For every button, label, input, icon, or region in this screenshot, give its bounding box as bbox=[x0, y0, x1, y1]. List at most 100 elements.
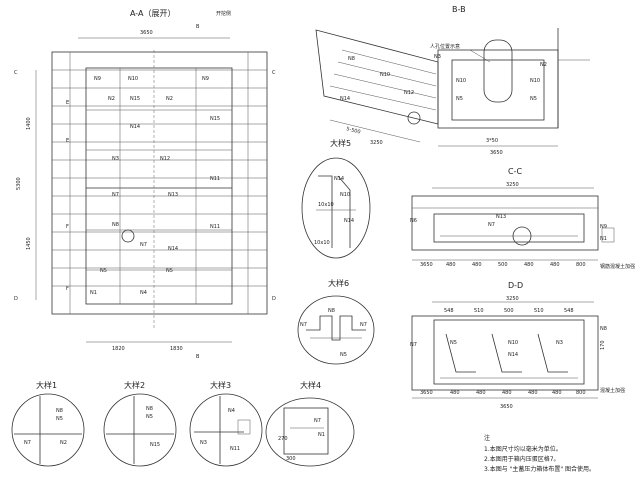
detail-3-title: 大样3 bbox=[210, 380, 231, 390]
svg-text:3*50: 3*50 bbox=[486, 138, 498, 144]
svg-text:N7: N7 bbox=[24, 440, 31, 446]
aa-left-total: 5300 bbox=[16, 177, 22, 190]
svg-text:N9: N9 bbox=[202, 76, 209, 82]
svg-text:N4: N4 bbox=[228, 408, 235, 414]
svg-text:500: 500 bbox=[498, 262, 508, 268]
open-side-label: 开挖侧 bbox=[216, 10, 231, 17]
aa-grid-lines bbox=[52, 52, 267, 314]
detail-4-title: 大样4 bbox=[300, 380, 321, 390]
svg-text:N14: N14 bbox=[340, 96, 350, 102]
svg-text:N12: N12 bbox=[160, 156, 170, 162]
dd-side-note: 混凝土加强 bbox=[600, 387, 625, 394]
svg-text:N7: N7 bbox=[360, 322, 367, 328]
svg-text:N15: N15 bbox=[210, 116, 220, 122]
svg-text:510: 510 bbox=[534, 308, 544, 314]
dd-section-view: D-D 3250 548 510 500 510 548 N5 N10 N14 … bbox=[410, 281, 625, 410]
svg-text:N1: N1 bbox=[318, 432, 325, 438]
svg-text:N13: N13 bbox=[496, 214, 506, 220]
detail-5-title: 大样5 bbox=[330, 138, 351, 148]
notes-block: 注 1.本图尺寸均以毫米为单位。 2.本图用于箱内压蛋区格7。 3.本图与 "主… bbox=[484, 434, 595, 473]
cc-detail-circle bbox=[512, 226, 532, 246]
svg-text:3650: 3650 bbox=[420, 390, 433, 396]
bb-w-dim: 3250 bbox=[370, 140, 383, 146]
svg-text:N1: N1 bbox=[90, 290, 97, 296]
bb-manhole bbox=[483, 39, 513, 103]
svg-text:N8: N8 bbox=[112, 222, 119, 228]
svg-text:N5: N5 bbox=[456, 96, 463, 102]
svg-text:480: 480 bbox=[472, 262, 482, 268]
svg-text:N10: N10 bbox=[456, 78, 466, 84]
note-3: 3.本图与 "主蓄压力箱体布置" 图合使用。 bbox=[484, 465, 595, 473]
svg-text:N12: N12 bbox=[404, 90, 414, 96]
aa-bottom-right-dim: 1830 bbox=[170, 346, 183, 352]
svg-text:480: 480 bbox=[524, 262, 534, 268]
svg-text:N14: N14 bbox=[334, 176, 344, 182]
svg-text:510: 510 bbox=[474, 308, 484, 314]
detail-3: 大样3 N4 N3 N11 bbox=[189, 380, 263, 467]
svg-text:10x10: 10x10 bbox=[314, 240, 330, 246]
bb-slope bbox=[315, 29, 439, 125]
svg-text:N5: N5 bbox=[100, 268, 107, 274]
detail-4: 大样4 N7 N1 270 300 bbox=[265, 380, 355, 467]
bb-section-view: B-B 人孔位置示意 N8 N10 N12 N3 N10 N5 N10 N5 N… bbox=[315, 5, 590, 156]
dd-segment-dims: 548 510 500 510 548 bbox=[444, 308, 574, 314]
dd-outline bbox=[411, 315, 599, 391]
svg-text:N11: N11 bbox=[210, 176, 220, 182]
svg-text:N8: N8 bbox=[146, 406, 153, 412]
svg-text:N8: N8 bbox=[328, 308, 335, 314]
svg-text:N10: N10 bbox=[380, 72, 390, 78]
svg-text:N2: N2 bbox=[60, 440, 67, 446]
svg-text:N3: N3 bbox=[434, 54, 441, 60]
note-2: 2.本图用于箱内压蛋区格7。 bbox=[484, 455, 560, 463]
svg-text:N3: N3 bbox=[112, 156, 119, 162]
detail-6-title: 大样6 bbox=[328, 278, 349, 288]
note-1: 1.本图尺寸均以毫米为单位。 bbox=[484, 445, 562, 453]
mark-e-2: E bbox=[66, 138, 69, 144]
cc-section-view: C-C 3250 N13 N7 N6 N9 N1 3650 480 480 50… bbox=[410, 167, 635, 270]
svg-text:548: 548 bbox=[564, 308, 574, 314]
detail-2-title: 大样2 bbox=[124, 380, 145, 390]
svg-text:170: 170 bbox=[600, 340, 606, 350]
svg-text:N2: N2 bbox=[108, 96, 115, 102]
svg-text:500: 500 bbox=[504, 308, 514, 314]
svg-text:270: 270 bbox=[278, 436, 288, 442]
aa-plan-view: A-A（展开） 开挖侧 B 3650 N9 N10 bbox=[14, 9, 276, 360]
svg-text:N5: N5 bbox=[146, 414, 153, 420]
detail-1: 大样1 N8 N5 N2 N7 bbox=[11, 380, 85, 467]
bb-title: B-B bbox=[452, 5, 466, 14]
svg-text:N6: N6 bbox=[410, 218, 417, 224]
mark-b-bottom: B bbox=[196, 354, 200, 360]
svg-text:N5: N5 bbox=[166, 268, 173, 274]
aa-left-upper: 1400 bbox=[26, 117, 32, 130]
svg-text:N8: N8 bbox=[600, 326, 607, 332]
svg-text:N5: N5 bbox=[450, 340, 457, 346]
svg-text:N7: N7 bbox=[314, 418, 321, 424]
svg-text:N8: N8 bbox=[348, 56, 355, 62]
svg-text:480: 480 bbox=[528, 390, 538, 396]
svg-text:N7: N7 bbox=[410, 342, 417, 348]
svg-text:N9: N9 bbox=[94, 76, 101, 82]
svg-text:548: 548 bbox=[444, 308, 454, 314]
svg-text:480: 480 bbox=[476, 390, 486, 396]
svg-text:N15: N15 bbox=[150, 442, 160, 448]
bb-bottom-dim: 3650 bbox=[490, 150, 503, 156]
svg-text:800: 800 bbox=[576, 262, 586, 268]
aa-tank-outline bbox=[85, 67, 233, 305]
svg-text:N11: N11 bbox=[230, 446, 240, 452]
notes-header: 注 bbox=[484, 434, 490, 442]
aa-title: A-A（展开） bbox=[130, 9, 175, 18]
detail-6: 大样6 N7 N7 N8 N5 bbox=[297, 278, 375, 365]
svg-text:N3: N3 bbox=[556, 340, 563, 346]
svg-text:N10: N10 bbox=[340, 192, 350, 198]
manhole-annotation: 人孔位置示意 bbox=[430, 43, 460, 50]
mark-b-top: B bbox=[196, 24, 200, 30]
svg-text:N1: N1 bbox=[600, 236, 607, 242]
detail-2: 大样2 N8 N5 N15 bbox=[103, 380, 177, 467]
mark-d-right: D bbox=[272, 296, 276, 302]
svg-text:800: 800 bbox=[576, 390, 586, 396]
svg-text:N5: N5 bbox=[530, 96, 537, 102]
mark-e-1: E bbox=[66, 100, 69, 106]
svg-text:N7: N7 bbox=[488, 222, 495, 228]
svg-text:N4: N4 bbox=[140, 290, 147, 296]
